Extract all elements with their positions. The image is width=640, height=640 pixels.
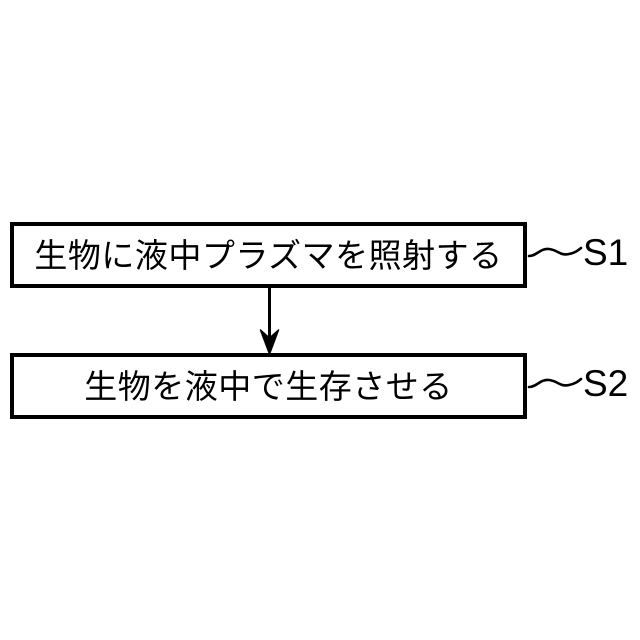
step-reference-s2: S2 <box>583 363 629 404</box>
process-box-s1-label: 生物に液中プラズマを照射する <box>34 235 503 275</box>
process-box-s2: 生物を液中で生存させる <box>10 353 527 419</box>
process-box-s2-label: 生物を液中で生存させる <box>84 366 453 406</box>
process-box-s1: 生物に液中プラズマを照射する <box>10 222 527 288</box>
step-reference-s1: S1 <box>583 232 629 273</box>
squiggle-leader-icon-s1 <box>527 246 583 258</box>
squiggle-leader-icon-s2 <box>527 377 583 389</box>
arrow-down-icon-s1-to-s2 <box>259 286 280 355</box>
